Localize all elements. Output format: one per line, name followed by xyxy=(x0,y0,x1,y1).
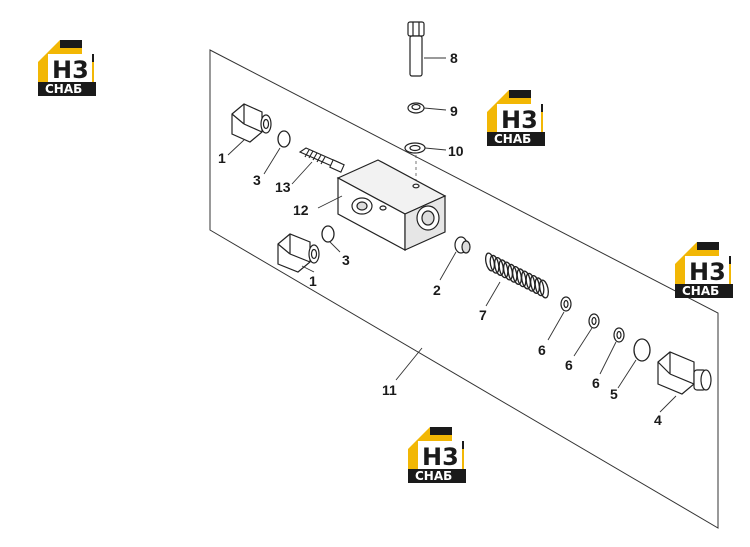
callout-5: 5 xyxy=(610,386,618,402)
svg-text:СНАБ: СНАБ xyxy=(682,284,719,298)
svg-text:H3: H3 xyxy=(422,443,459,471)
svg-text:СНАБ: СНАБ xyxy=(415,469,452,483)
lock-washer-part xyxy=(407,102,425,114)
leader-lines xyxy=(227,57,677,413)
spring-coil xyxy=(534,277,545,297)
spring-coil xyxy=(539,279,549,299)
assembly-plate-outline xyxy=(209,49,719,529)
callout-10: 10 xyxy=(448,143,464,159)
svg-text:СНАБ: СНАБ xyxy=(45,82,82,96)
callout-6-c: 6 xyxy=(592,375,600,391)
logo-watermark-bottom: H3 СНАБ xyxy=(408,427,466,483)
fitting-part-lower xyxy=(277,233,320,273)
callout-7: 7 xyxy=(479,307,487,323)
logo-watermark-top-left: H3 СНАБ xyxy=(38,40,96,96)
callout-9: 9 xyxy=(450,103,458,119)
logo-watermark-top-center: H3 СНАБ xyxy=(487,90,545,146)
callout-6-b: 6 xyxy=(565,357,573,373)
spring-coil xyxy=(489,254,500,274)
callout-1-upper: 1 xyxy=(218,150,226,166)
callout-8: 8 xyxy=(450,50,458,66)
poppet-part xyxy=(454,236,471,254)
o-ring-part-right xyxy=(633,338,651,362)
spring-coil xyxy=(516,268,527,288)
svg-text:H3: H3 xyxy=(52,56,89,84)
flat-washer-part xyxy=(404,142,426,154)
o-ring-part-lower xyxy=(321,225,335,243)
callout-3-upper: 3 xyxy=(253,172,261,188)
valve-block-part xyxy=(336,159,447,252)
spring-coil xyxy=(494,257,504,276)
svg-text:H3: H3 xyxy=(689,258,726,286)
plug-part xyxy=(657,351,712,395)
callout-11: 11 xyxy=(382,382,397,398)
callout-6-a: 6 xyxy=(538,342,546,358)
spring-coil xyxy=(512,266,522,285)
spring-coil xyxy=(485,252,495,272)
spring-part xyxy=(485,252,549,299)
callout-4: 4 xyxy=(654,412,662,428)
callout-3-lower: 3 xyxy=(342,252,350,268)
spring-coil xyxy=(498,259,509,279)
callout-13: 13 xyxy=(275,179,291,195)
spring-coil xyxy=(530,275,540,294)
shim-part xyxy=(560,296,625,343)
callout-2: 2 xyxy=(433,282,441,298)
spring-coil xyxy=(507,263,518,283)
bolt-part xyxy=(407,21,425,77)
fitting-part-upper xyxy=(231,103,272,143)
svg-text:H3: H3 xyxy=(501,106,538,134)
callout-12: 12 xyxy=(293,202,309,218)
o-ring-part-upper xyxy=(277,130,291,148)
spring-coil xyxy=(521,270,531,290)
logo-watermark-right: H3 СНАБ xyxy=(675,242,733,298)
adjusting-screw-part xyxy=(298,147,345,173)
callout-1-lower: 1 xyxy=(309,273,317,289)
spring-coil xyxy=(525,272,536,292)
svg-text:СНАБ: СНАБ xyxy=(494,132,531,146)
spring-coil xyxy=(503,261,513,281)
